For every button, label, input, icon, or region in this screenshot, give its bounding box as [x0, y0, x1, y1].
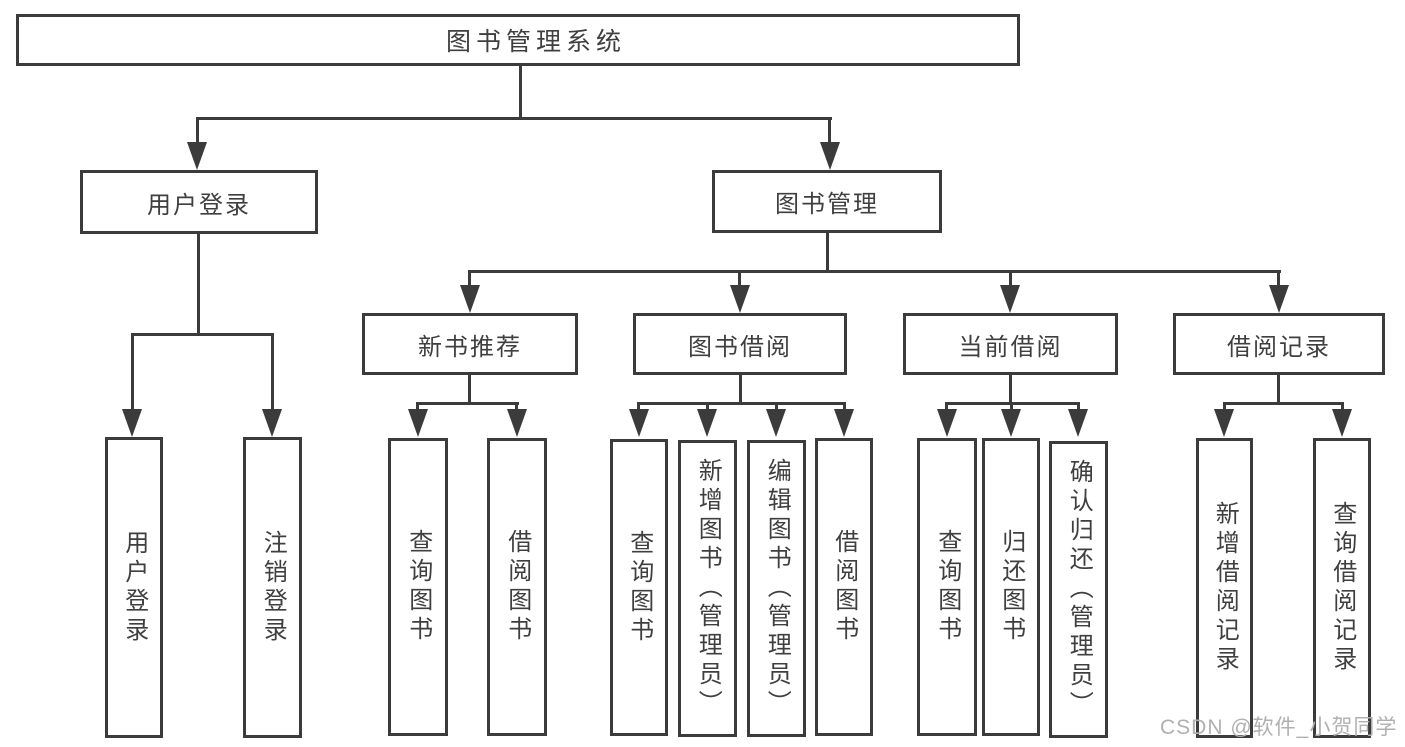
arrow-down-icon [766, 409, 786, 437]
connector-line [1077, 404, 1080, 412]
connector-line [416, 404, 419, 412]
node-book-management-label: 图书管理 [775, 191, 879, 218]
node-borrow-records: 借阅记录 [1173, 313, 1385, 375]
node-user-login: 用户登录 [80, 170, 318, 234]
leaf-logout-label: 注销登录 [259, 529, 287, 646]
connector-line [1277, 374, 1280, 405]
connector-line [739, 375, 742, 405]
arrow-down-icon [1001, 409, 1021, 437]
connector-line [519, 66, 522, 119]
arrow-down-icon [507, 409, 527, 437]
connector-line [271, 335, 274, 411]
node-new-book-recommend: 新书推荐 [362, 313, 578, 375]
leaf-confirm-return-admin-label: 确认归还（管理员） [1065, 459, 1093, 720]
connector-line [1009, 375, 1012, 405]
arrow-down-icon [1332, 409, 1352, 437]
leaf-user-login-label: 用户登录 [120, 529, 148, 646]
leaf-add-book-admin-label: 新增图书（管理员） [694, 458, 722, 719]
arrow-down-icon [937, 409, 957, 437]
connector-line [843, 404, 846, 412]
leaf-query-book-3: 查询图书 [917, 438, 977, 736]
leaf-edit-book-admin: 编辑图书（管理员） [747, 440, 806, 737]
connector-line [775, 404, 778, 412]
connector-line [131, 335, 134, 411]
leaf-add-borrow-record-label: 新增借阅记录 [1211, 501, 1239, 675]
leaf-borrow-book-2: 借阅图书 [815, 438, 873, 736]
arrow-down-icon [460, 285, 480, 313]
connector-line [131, 333, 274, 336]
connector-line [468, 270, 1281, 273]
arrow-down-icon [1269, 285, 1289, 313]
node-new-book-recommend-label: 新书推荐 [418, 333, 522, 361]
leaf-query-book-2-label: 查询图书 [625, 529, 653, 646]
node-borrow-records-label: 借阅记录 [1227, 333, 1331, 361]
connector-line [1223, 404, 1226, 412]
arrow-down-icon [408, 409, 428, 437]
node-current-borrow: 当前借阅 [903, 313, 1118, 375]
node-root-label: 图书管理系统 [445, 28, 626, 56]
connector-line [738, 272, 741, 287]
arrow-down-icon [629, 409, 649, 437]
leaf-edit-book-admin-label: 编辑图书（管理员） [763, 458, 791, 719]
leaf-query-book-1-label: 查询图书 [404, 529, 432, 645]
leaf-query-borrow-record-label: 查询借阅记录 [1328, 501, 1356, 675]
connector-line [515, 404, 518, 412]
csdn-watermark: CSDN @软件_小贺同学 [1160, 716, 1398, 739]
arrow-down-icon [834, 409, 854, 437]
arrow-down-icon [730, 285, 750, 313]
leaf-confirm-return-admin: 确认归还（管理员） [1049, 441, 1108, 738]
arrow-down-icon [1068, 409, 1088, 437]
leaf-logout: 注销登录 [243, 437, 302, 738]
arrow-down-icon [1000, 285, 1020, 313]
connector-line [196, 117, 832, 120]
connector-line [706, 404, 709, 412]
connector-line [1341, 404, 1344, 412]
connector-line [826, 233, 829, 272]
connector-line [468, 375, 471, 405]
leaf-return-book: 归还图书 [982, 438, 1040, 736]
connector-line [468, 272, 471, 287]
leaf-query-book-3-label: 查询图书 [933, 529, 961, 645]
leaf-add-borrow-record: 新增借阅记录 [1196, 438, 1253, 738]
arrow-down-icon [697, 409, 717, 437]
node-book-borrow-label: 图书借阅 [688, 333, 792, 361]
leaf-query-book-2: 查询图书 [610, 439, 668, 736]
leaf-borrow-book-1-label: 借阅图书 [503, 529, 531, 645]
node-book-borrow: 图书借阅 [633, 313, 847, 375]
node-root: 图书管理系统 [16, 14, 1020, 66]
node-user-login-label: 用户登录 [147, 191, 251, 219]
arrow-down-icon [187, 142, 207, 170]
leaf-return-book-label: 归还图书 [997, 529, 1025, 645]
connector-line [1277, 272, 1280, 287]
arrow-down-icon [122, 409, 142, 437]
leaf-borrow-book-1: 借阅图书 [487, 438, 547, 736]
connector-line [945, 402, 1080, 405]
leaf-query-borrow-record: 查询借阅记录 [1313, 438, 1371, 738]
arrow-down-icon [262, 409, 282, 437]
connector-line [1223, 402, 1344, 405]
connector-line [416, 402, 519, 405]
node-current-borrow-label: 当前借阅 [958, 333, 1063, 361]
connector-line [828, 119, 831, 145]
node-book-management: 图书管理 [712, 170, 942, 233]
connector-line [197, 234, 200, 335]
connector-line [1009, 272, 1012, 287]
leaf-add-book-admin: 新增图书（管理员） [678, 440, 737, 737]
arrow-down-icon [1214, 409, 1234, 437]
connector-line [637, 402, 846, 405]
connector-line [945, 404, 948, 412]
leaf-user-login: 用户登录 [105, 437, 163, 738]
leaf-query-book-1: 查询图书 [388, 438, 448, 736]
arrow-down-icon [820, 142, 840, 170]
connector-line [637, 404, 640, 412]
connector-line [1010, 404, 1013, 412]
connector-line [196, 119, 199, 145]
leaf-borrow-book-2-label: 借阅图书 [830, 529, 858, 645]
